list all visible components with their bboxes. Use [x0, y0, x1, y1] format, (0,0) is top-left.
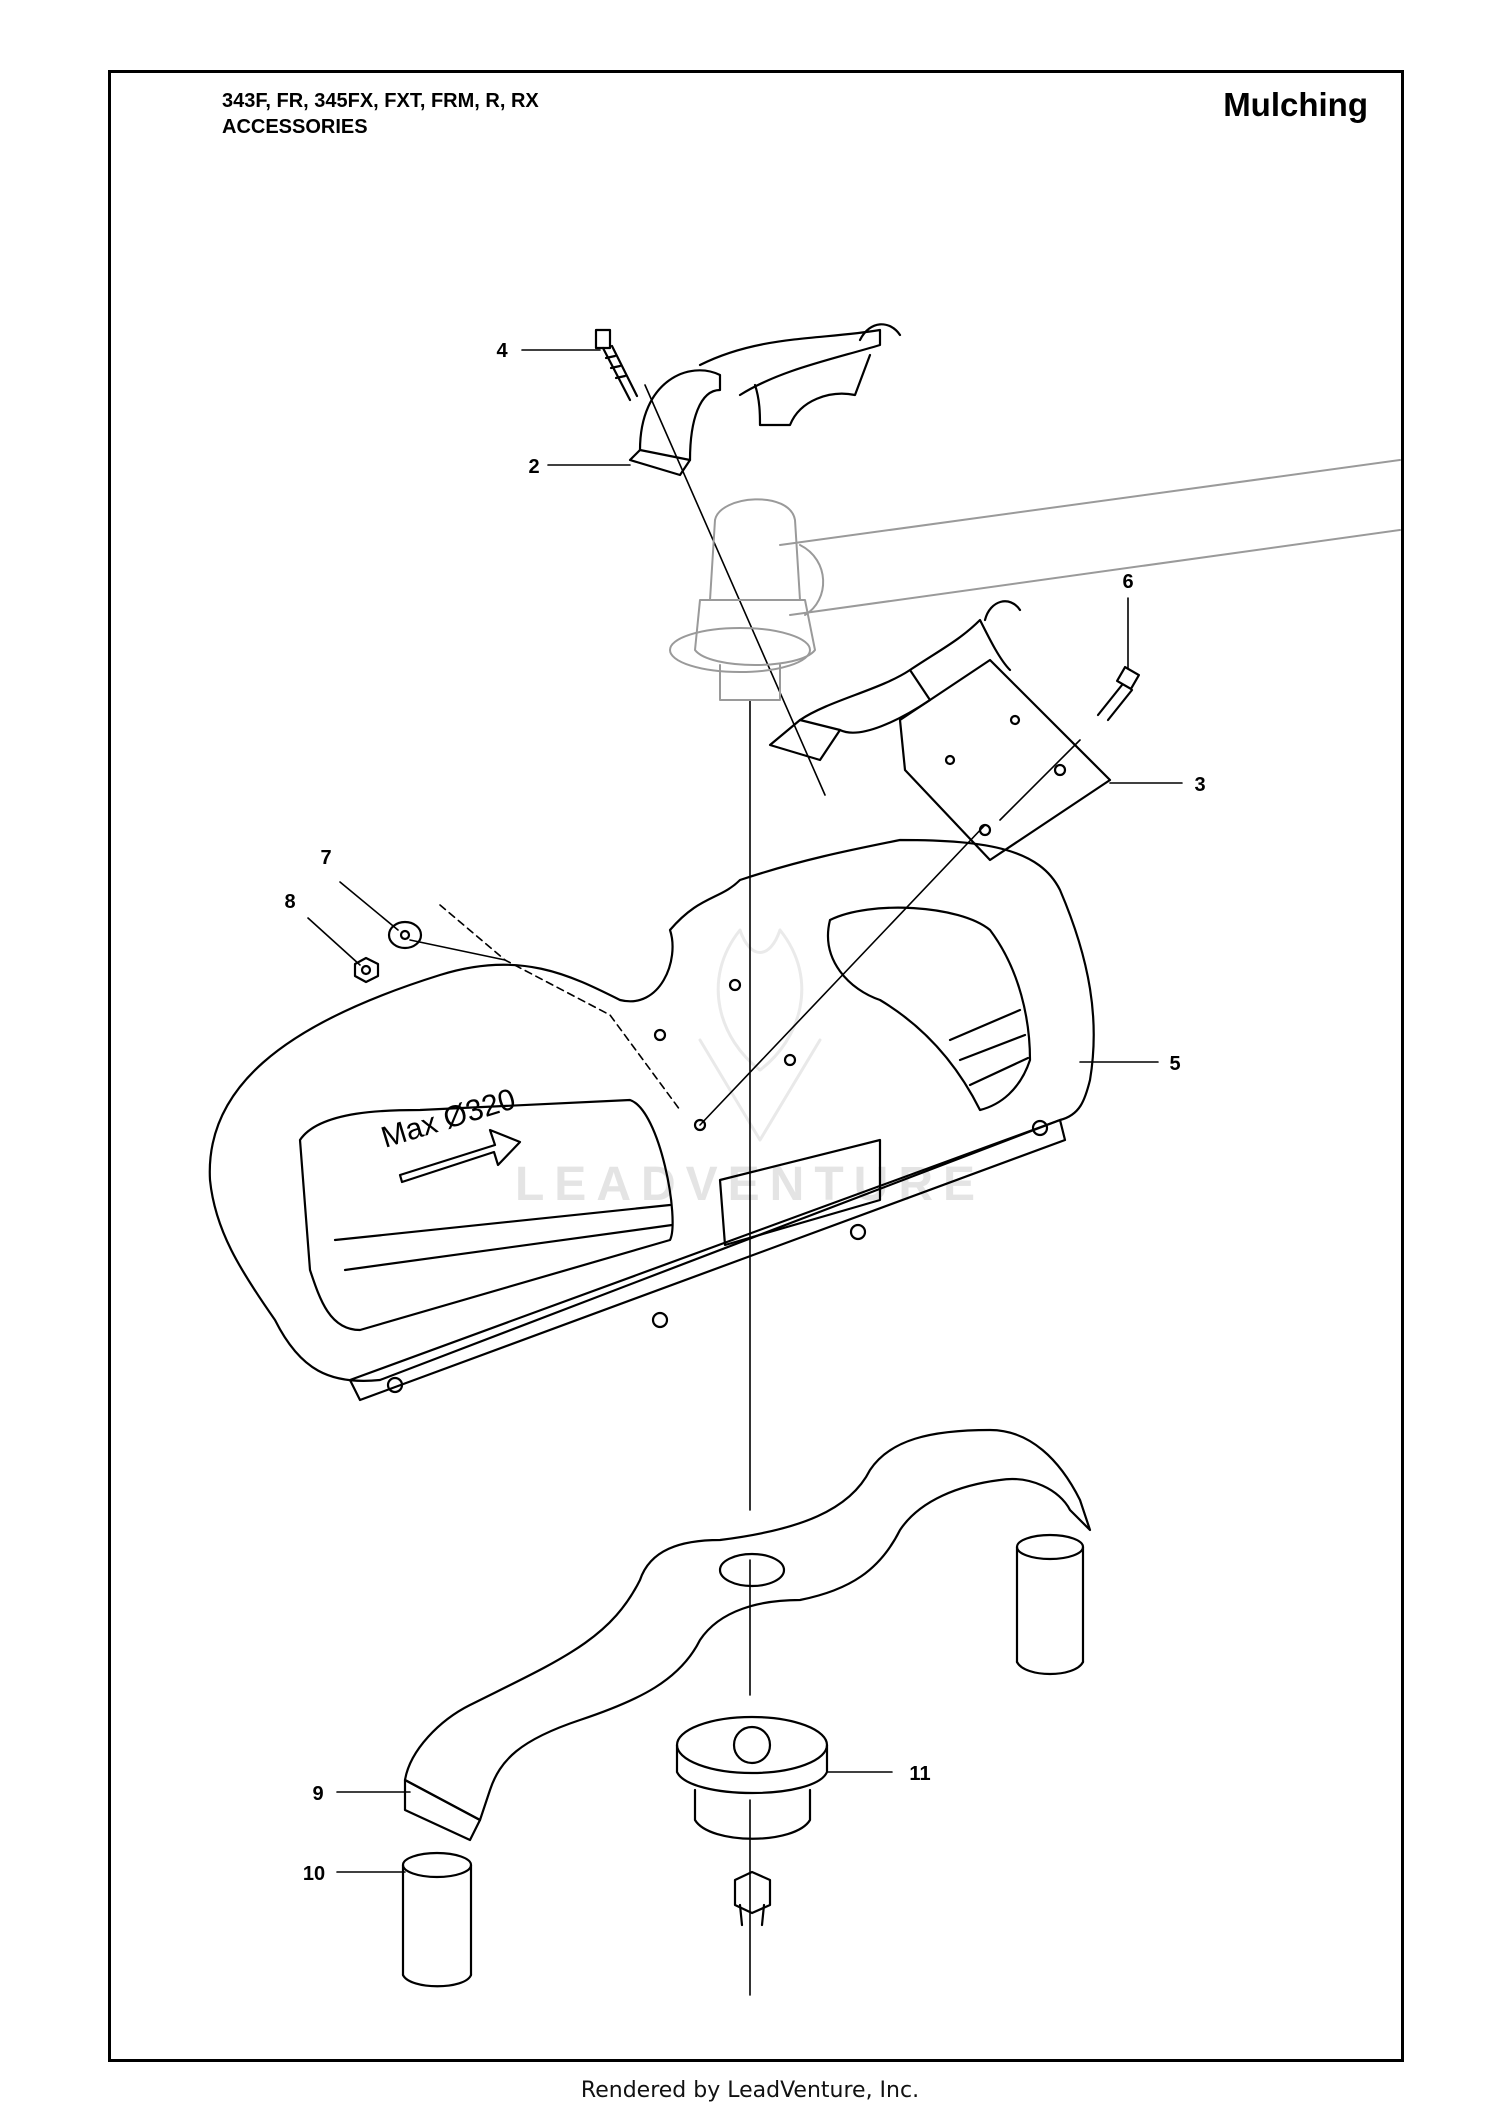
page-title: Mulching — [1223, 86, 1368, 123]
diagram-frame — [108, 70, 1404, 2062]
callout-9: 9 — [312, 1783, 323, 1805]
part-11-washer — [675, 1715, 829, 1927]
callout-8: 7 — [320, 847, 331, 869]
assembly-lines — [409, 384, 1081, 1996]
callout-3: 3 — [1194, 774, 1205, 796]
callout-10: 10 — [303, 1863, 325, 1885]
guard-size-marking: Max Ø320 — [377, 1083, 519, 1155]
trimmer-gearhead — [669, 459, 1401, 701]
part-10-sleeve — [401, 1851, 473, 1988]
part-9-blade — [403, 1428, 1092, 1842]
part-6-screw — [1096, 665, 1141, 722]
part-10-sleeve-spare — [1015, 1533, 1085, 1676]
part-2-clamp — [628, 323, 902, 477]
part-7-nut — [353, 956, 380, 984]
model-list: 343F, FR, 345FX, FXT, FRM, R, RX — [222, 90, 539, 112]
render-credit: Rendered by LeadVenture, Inc. — [580, 2078, 920, 2103]
leader-lines — [307, 349, 1183, 1873]
leadventure-watermark — [698, 928, 822, 1142]
callout-7: 8 — [284, 891, 295, 913]
section-name: ACCESSORIES — [222, 116, 368, 138]
callout-2: 2 — [528, 456, 539, 478]
callout-4: 4 — [496, 340, 508, 362]
callout-5: 5 — [1169, 1053, 1180, 1075]
callout-11: 11 — [909, 1763, 930, 1785]
callout-6: 6 — [1122, 571, 1133, 593]
part-3-bracket — [768, 600, 1112, 862]
part-4-bolt — [594, 328, 639, 402]
part-8-washer — [387, 920, 423, 950]
part-5-guard — [208, 838, 1095, 1402]
